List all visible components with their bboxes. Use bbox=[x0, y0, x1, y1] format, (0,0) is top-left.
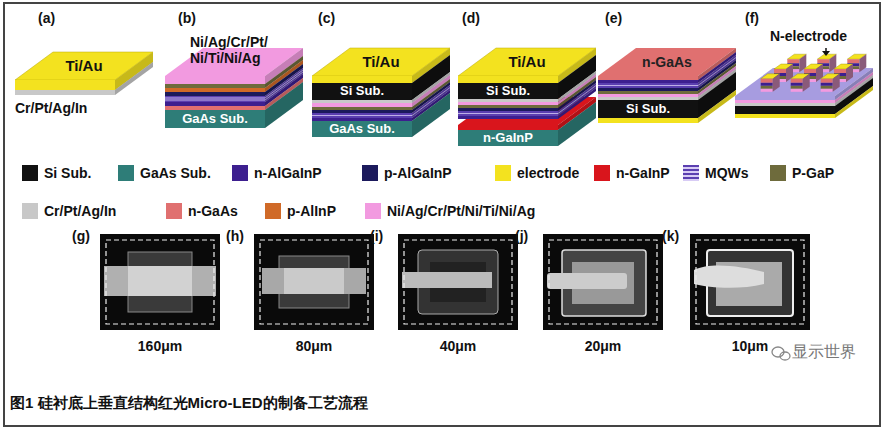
layer-label: Ti/Au bbox=[508, 53, 545, 70]
size-label: 20μm bbox=[585, 338, 622, 354]
legend-text: P-GaP bbox=[792, 165, 834, 181]
layer-label: n-GaInP bbox=[483, 131, 533, 146]
legend-text: GaAs Sub. bbox=[140, 165, 211, 181]
layer-label: Si Sub. bbox=[626, 102, 670, 117]
legend-text: n-GaInP bbox=[616, 165, 670, 181]
size-label: 10μm bbox=[732, 338, 769, 354]
legend-swatch bbox=[265, 203, 281, 219]
legend-swatch bbox=[166, 203, 182, 219]
layer-label: Si Sub. bbox=[486, 84, 530, 99]
layer-label: Cr/Pt/Ag/In bbox=[15, 100, 87, 116]
layer-label: n-GaAs bbox=[642, 54, 692, 70]
legend-text: p-AlGaInP bbox=[384, 165, 452, 181]
panel-letter: (c) bbox=[318, 10, 335, 26]
legend-swatch bbox=[770, 165, 786, 181]
panel-letter: (a) bbox=[38, 10, 55, 26]
panel-letter: (f) bbox=[745, 10, 759, 26]
legend-text: Cr/Pt/Ag/In bbox=[44, 203, 116, 219]
legend-text: n-AlGaInP bbox=[254, 165, 322, 181]
panel-letter: (h) bbox=[226, 228, 244, 244]
panel-letter: (j) bbox=[515, 228, 528, 244]
layer-label: Ti/Au bbox=[362, 53, 399, 70]
panel-letter: (b) bbox=[178, 10, 196, 26]
layer-label: GaAs Sub. bbox=[182, 112, 248, 127]
legend-swatch bbox=[495, 165, 511, 181]
legend-swatch bbox=[362, 165, 378, 181]
legend-text: n-GaAs bbox=[188, 203, 238, 219]
legend-swatch bbox=[365, 203, 381, 219]
legend-text: p-AlInP bbox=[287, 203, 336, 219]
legend-swatch bbox=[232, 165, 248, 181]
layer-label: Si Sub. bbox=[340, 84, 384, 99]
panel-letter: (d) bbox=[462, 10, 480, 26]
layer-label: Ni/Ag/Cr/Pt/ Ni/Ti/Ni/Ag bbox=[190, 34, 302, 66]
panel-letter: (g) bbox=[72, 228, 90, 244]
watermark: 显示世界 bbox=[792, 343, 856, 361]
size-label: 160μm bbox=[138, 338, 182, 354]
legend-text: Si Sub. bbox=[44, 165, 91, 181]
legend-text: electrode bbox=[517, 165, 579, 181]
legend-swatch bbox=[22, 165, 38, 181]
callout-label: N-electrode bbox=[770, 28, 847, 44]
layer-label: GaAs Sub. bbox=[329, 122, 395, 137]
panel-letter: (e) bbox=[605, 10, 622, 26]
legend-text: MQWs bbox=[705, 165, 749, 181]
legend-text: Ni/Ag/Cr/Pt/Ni/Ti/Ni/Ag bbox=[387, 203, 535, 219]
legend-swatch bbox=[118, 165, 134, 181]
size-label: 40μm bbox=[440, 338, 477, 354]
panel-letter: (k) bbox=[662, 228, 679, 244]
figure-caption: 图1 硅衬底上垂直结构红光Micro-LED的制备工艺流程 bbox=[10, 394, 368, 411]
legend-swatch bbox=[594, 165, 610, 181]
size-label: 80μm bbox=[296, 338, 333, 354]
panel-letter: (i) bbox=[370, 228, 383, 244]
layer-label: Ti/Au bbox=[65, 57, 102, 74]
legend-swatch bbox=[22, 203, 38, 219]
legend-swatch bbox=[683, 165, 699, 181]
